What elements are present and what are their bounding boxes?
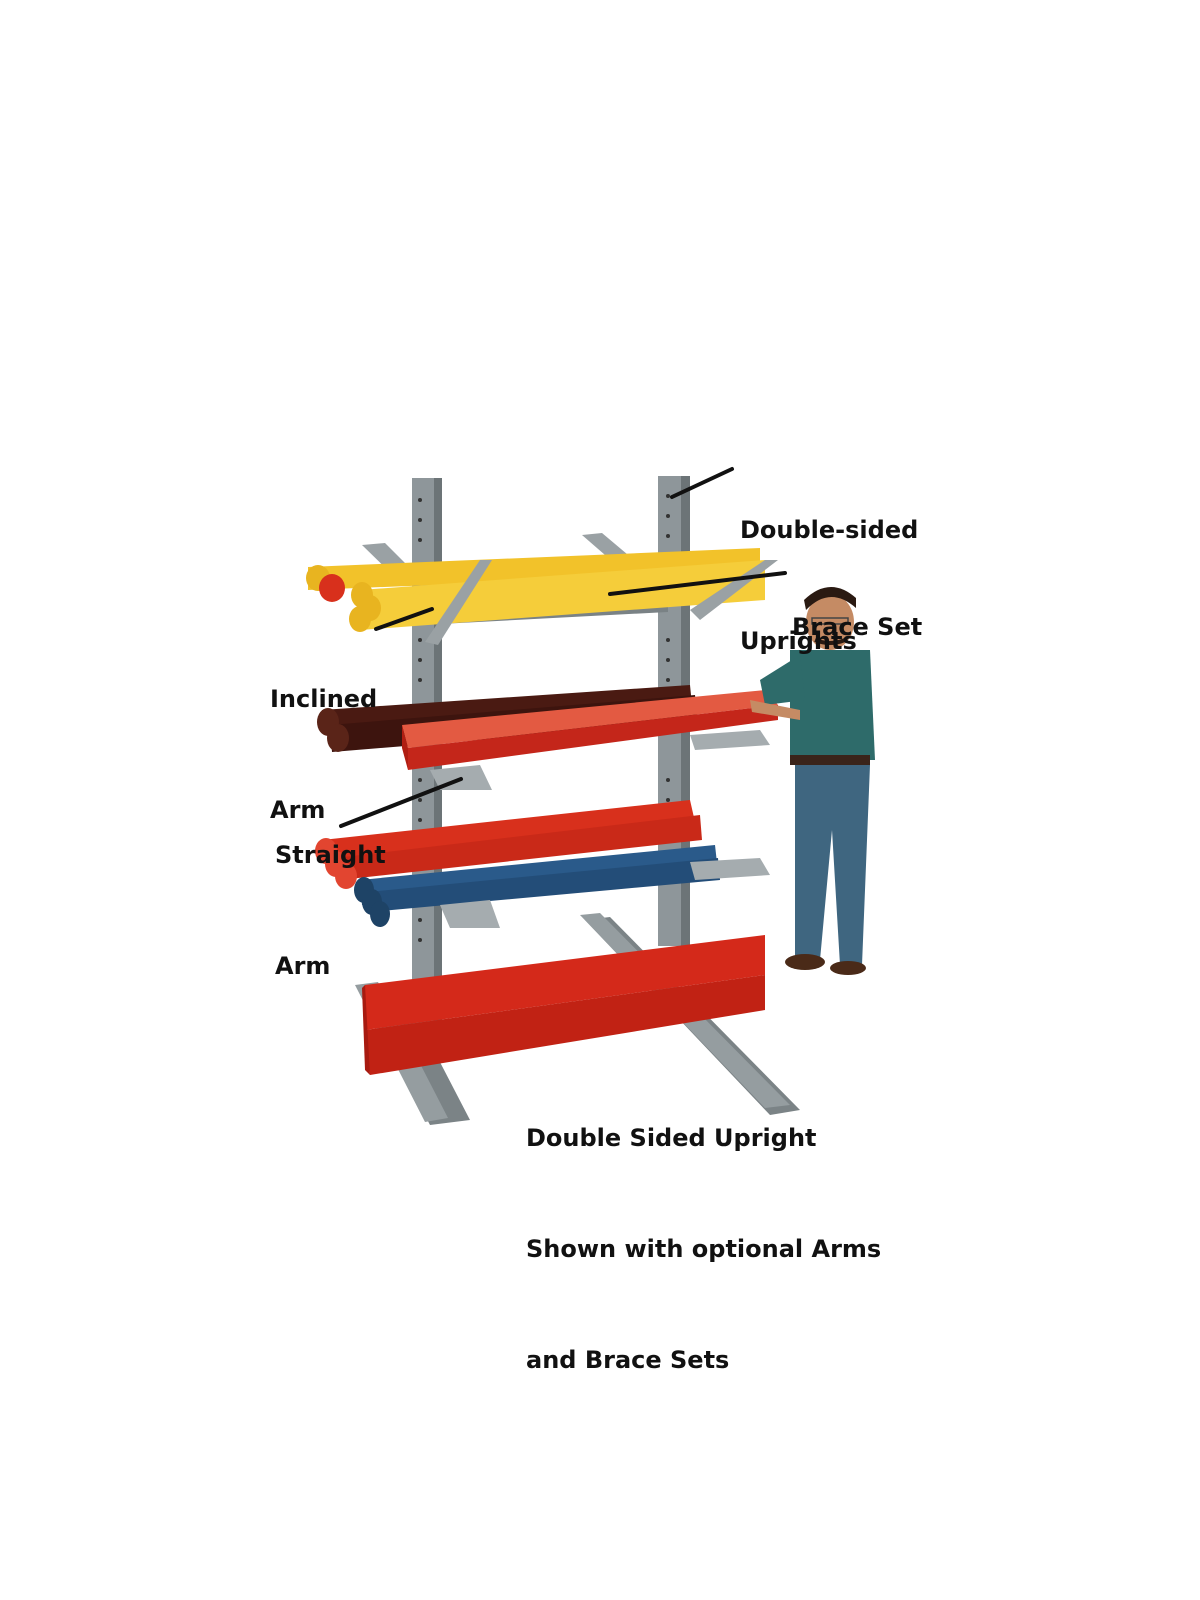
red-pipes <box>315 800 702 889</box>
callout-straight-arm: Straight Arm <box>275 763 386 1059</box>
callout-line: Brace Set <box>792 613 923 641</box>
blue-pipes <box>354 845 720 927</box>
red-board-middle <box>402 690 778 770</box>
callout-brace-set: Brace Set <box>792 535 922 720</box>
callout-double-sided-uprights: Double-sided Uprights <box>740 438 918 734</box>
callout-line: Arm <box>270 796 326 824</box>
yellow-pipes <box>306 548 765 632</box>
callout-line: Straight <box>275 841 386 869</box>
leader-lines <box>339 467 787 828</box>
callout-line: Arm <box>275 952 331 980</box>
caption-line: Shown with optional Arms <box>526 1235 882 1263</box>
red-board-bottom <box>362 935 765 1075</box>
callout-line: Inclined <box>270 685 378 713</box>
caption: Double Sided Upright Shown with optional… <box>526 1046 881 1453</box>
man-figure <box>750 586 875 975</box>
callout-inclined-arm: Inclined Arm <box>270 607 377 903</box>
callout-line: Double-sided <box>740 516 919 544</box>
callout-line: Uprights <box>740 627 857 655</box>
caption-line: Double Sided Upright <box>526 1124 817 1152</box>
inclined-arm-left <box>425 560 492 645</box>
caption-line: and Brace Sets <box>526 1346 730 1374</box>
